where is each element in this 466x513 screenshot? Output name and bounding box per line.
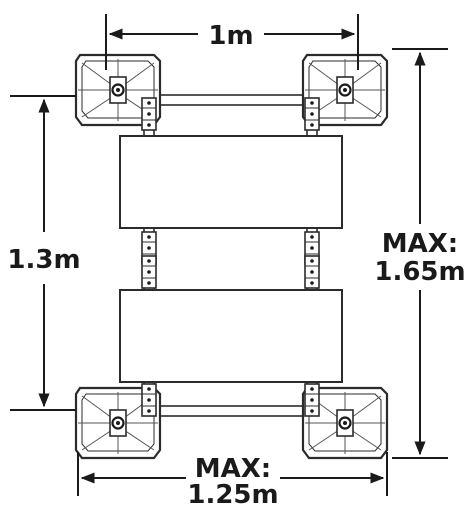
right-max-value: 1.65m	[374, 257, 465, 287]
lower-platform	[119, 289, 343, 383]
right-max-height-dimension: MAX: 1.65m	[374, 48, 466, 459]
top-width-dimension: 1m	[105, 14, 359, 70]
bottom-max-value: 1.25m	[187, 480, 278, 508]
clamp-top-left	[141, 97, 157, 131]
left-height-dimension: 1.3m	[7, 95, 81, 411]
clamp-mid-lower-left	[141, 255, 157, 289]
right-max-label: MAX:	[382, 229, 458, 259]
clamp-bottom-right	[304, 383, 320, 417]
clamp-top-right	[304, 97, 320, 131]
clamp-mid-lower-right	[304, 255, 320, 289]
upper-platform	[119, 135, 343, 229]
left-height-label: 1.3m	[7, 245, 80, 275]
bottom-max-width-dimension: MAX: 1.25m	[77, 452, 388, 510]
top-width-label: 1m	[208, 21, 253, 51]
bottom-max-label: MAX:	[195, 454, 271, 484]
clamp-bottom-left	[141, 383, 157, 417]
